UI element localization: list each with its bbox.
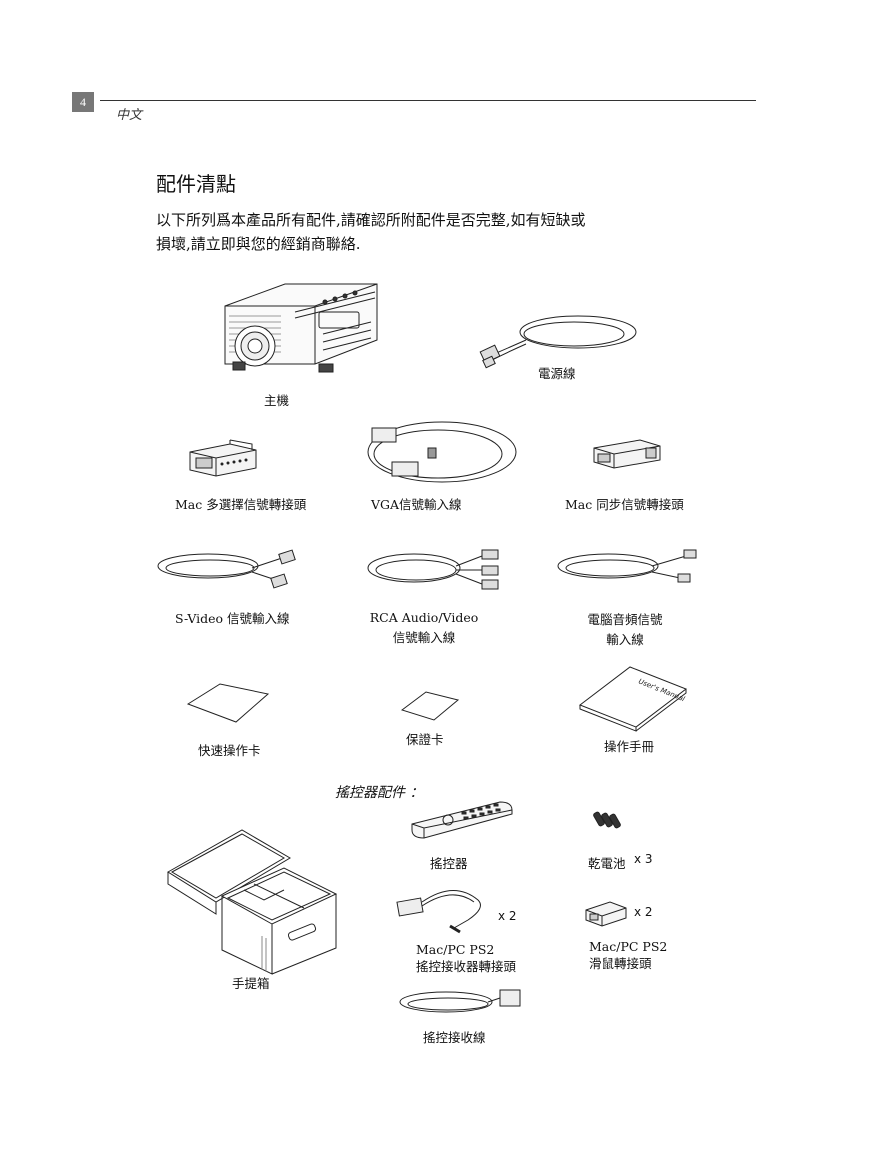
caption-mouse-adapter: Mac/PC PS2 滑鼠轉接頭: [589, 938, 667, 972]
caption-pc-audio-cable: 電腦音頻信號 輸入線: [570, 610, 680, 650]
caption-receiver-adapter-line-1: Mac/PC PS2: [416, 942, 495, 957]
receiver-adapter-quantity: x 2: [498, 909, 517, 923]
caption-mouse-adapter-line-1: Mac/PC PS2: [589, 939, 668, 954]
caption-rca-line-1: RCA Audio/Video: [369, 610, 479, 625]
caption-mac-multi-adapter: Mac 多選擇信號轉接頭: [175, 497, 307, 512]
caption-power-cord: 電源線: [538, 366, 576, 381]
manual-icon: User's Manual: [578, 665, 688, 731]
batteries-quantity: x 3: [634, 852, 653, 866]
caption-warranty-card: 保證卡: [406, 732, 444, 747]
caption-rca-line-2: 信號輸入線: [392, 630, 456, 645]
power-cord-icon: [478, 300, 640, 370]
caption-vga-cable: VGA信號輸入線: [371, 497, 462, 512]
svideo-cable-icon: [152, 546, 304, 586]
intro-line-1: 以下所列爲本產品所有配件,請確認所附配件是否完整,如有短缺或: [156, 211, 586, 229]
intro-line-2: 損壞,請立即與您的經銷商聯絡.: [156, 235, 361, 253]
intro-text: 以下所列爲本產品所有配件,請確認所附配件是否完整,如有短缺或 損壞,請立即與您的…: [156, 208, 656, 256]
caption-quick-card: 快速操作卡: [198, 743, 261, 758]
receiver-cable-icon: [396, 986, 526, 1020]
carry-case-icon: [164, 826, 342, 976]
caption-projector: 主機: [264, 393, 290, 408]
caption-receiver-adapter: Mac/PC PS2 搖控接收器轉接頭: [416, 941, 516, 975]
rca-cable-icon: [362, 546, 508, 596]
mac-multi-adapter-icon: [186, 434, 260, 482]
caption-pc-audio-line-1: 電腦音頻信號: [587, 612, 663, 627]
pc-audio-cable-icon: [552, 546, 704, 586]
receiver-adapter-icon: [394, 880, 490, 936]
mac-sync-adapter-icon: [590, 434, 664, 474]
language-label: 中文: [116, 108, 143, 123]
batteries-icon: [594, 810, 624, 830]
caption-carry-case: 手提箱: [232, 976, 270, 991]
caption-mouse-adapter-line-2: 滑鼠轉接頭: [589, 956, 652, 971]
remote-section-heading: 搖控器配件 ：: [335, 785, 424, 801]
quick-card-icon: [186, 682, 270, 724]
caption-mac-sync-adapter: Mac 同步信號轉接頭: [565, 497, 684, 512]
header-rule: [100, 100, 756, 101]
caption-batteries: 乾電池: [588, 856, 626, 871]
warranty-card-icon: [400, 690, 460, 722]
caption-remote-control: 搖控器: [430, 856, 468, 871]
remote-control-icon: [408, 798, 516, 840]
mouse-adapter-icon: [584, 898, 628, 928]
caption-receiver-adapter-line-2: 搖控接收器轉接頭: [416, 959, 517, 974]
caption-manual: 操作手冊: [604, 739, 655, 754]
mouse-adapter-quantity: x 2: [634, 905, 653, 919]
caption-svideo-cable: S-Video 信號輸入線: [175, 611, 290, 626]
vga-cable-icon: [358, 414, 520, 488]
page-number: 4: [72, 92, 94, 112]
projector-icon: [215, 272, 385, 384]
section-title: 配件清點: [156, 172, 236, 196]
caption-rca-cable: RCA Audio/Video 信號輸入線: [368, 608, 480, 648]
caption-pc-audio-line-2: 輸入線: [606, 632, 644, 647]
caption-receiver-cable: 搖控接收線: [423, 1030, 486, 1045]
